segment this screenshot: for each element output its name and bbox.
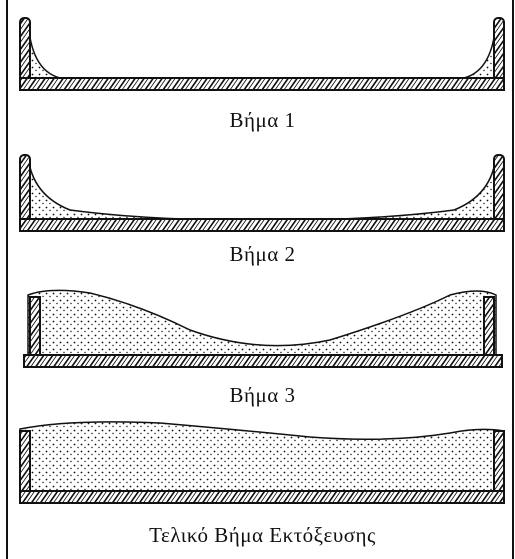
- step-final-fill: [20, 422, 504, 491]
- step-2-trough: [10, 150, 515, 240]
- step-3-right-wall: [484, 297, 494, 357]
- step-2-right-wall: [494, 155, 504, 221]
- step-1-right-fillet: [464, 18, 496, 78]
- step-1-left-wall: [20, 18, 30, 80]
- step-1-panel: Βήμα 1: [10, 10, 515, 150]
- step-2-left-wall: [20, 155, 30, 221]
- step-2-caption: Βήμα 2: [10, 242, 515, 267]
- step-2-right-fill: [310, 156, 496, 220]
- step-2-panel: Βήμα 2: [10, 150, 515, 295]
- step-2-left-fill: [28, 156, 210, 220]
- step-1-right-wall: [494, 18, 504, 80]
- step-3-base: [24, 355, 502, 367]
- step-final-caption: Τελικό Βήμα Εκτόξευσης: [10, 523, 515, 548]
- frame-left-border: [6, 0, 8, 559]
- step-3-fill: [28, 290, 496, 355]
- step-2-base: [20, 219, 504, 231]
- step-final-trough: [10, 415, 515, 510]
- step-final-base: [20, 491, 504, 503]
- step-final-panel: Τελικό Βήμα Εκτόξευσης: [10, 415, 515, 559]
- step-final-right-wall: [494, 431, 504, 493]
- step-1-base: [20, 78, 504, 90]
- step-1-left-fillet: [28, 18, 60, 78]
- step-3-trough: [10, 285, 515, 375]
- step-3-left-wall: [30, 297, 40, 357]
- step-3-caption: Βήμα 3: [10, 383, 515, 408]
- step-1-caption: Βήμα 1: [10, 108, 515, 133]
- step-3-panel: Βήμα 3: [10, 285, 515, 420]
- step-final-left-wall: [20, 431, 30, 493]
- step-1-trough: [10, 10, 515, 110]
